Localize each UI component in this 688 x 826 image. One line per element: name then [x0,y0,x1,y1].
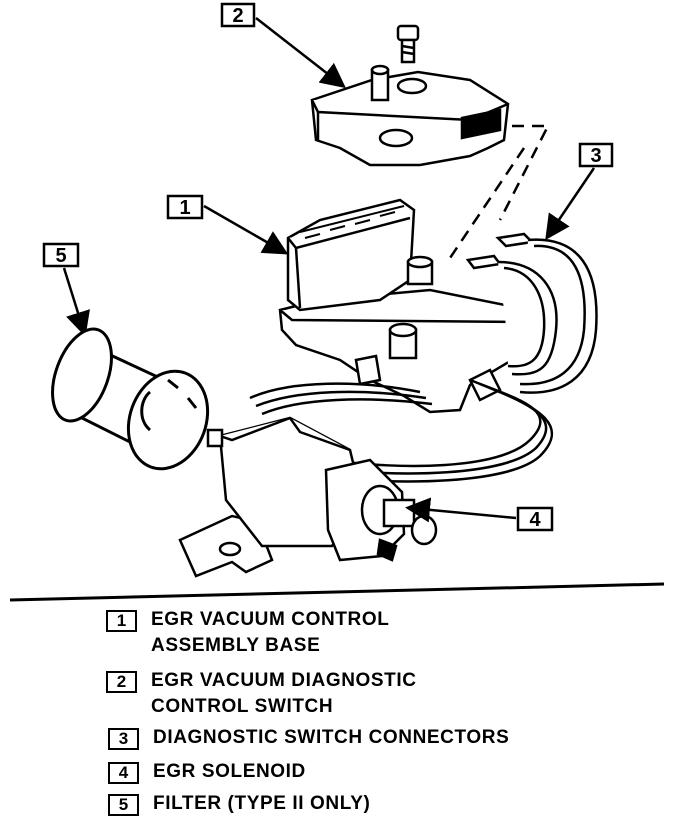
legend-item-4: 4 EGR SOLENOID [108,761,306,785]
legend-item-1: 1 EGR VACUUM CONTROL ASSEMBLY BASE [106,609,390,659]
legend-item-3: 3 DIAGNOSTIC SWITCH CONNECTORS [108,727,510,751]
svg-text:4: 4 [529,509,541,531]
legend-label: DIAGNOSTIC SWITCH CONNECTORS [153,727,510,748]
mounting-screw [396,24,420,64]
callout-3: 3 [545,142,614,241]
callout-1: 1 [166,194,289,255]
callout-2: 2 [220,2,346,89]
diagnostic-switch-connectors [465,232,598,394]
legend-label: EGR VACUUM CONTROL ASSEMBLY BASE [151,609,390,656]
svg-text:5: 5 [55,245,66,267]
legend-label: EGR SOLENOID [153,761,306,782]
callout-5: 5 [42,242,90,337]
diagnostic-control-switch [310,64,510,167]
callout-4: 4 [405,497,554,532]
filter [51,327,210,471]
legend-number: 2 [106,671,137,693]
legend-item-2: 2 EGR VACUUM DIAGNOSTIC CONTROL SWITCH [106,670,417,720]
alignment-lines [448,124,551,259]
svg-text:2: 2 [232,5,243,27]
egr-solenoid [178,416,438,578]
legend-divider [9,582,665,602]
svg-text:1: 1 [179,197,190,219]
legend-label: FILTER (TYPE II ONLY) [153,793,371,814]
vacuum-control-assembly-base [278,198,522,414]
legend-label: EGR VACUUM DIAGNOSTIC CONTROL SWITCH [151,670,417,717]
legend-number: 3 [108,728,139,750]
legend-item-5: 5 FILTER (TYPE II ONLY) [108,793,371,817]
legend-number: 4 [108,762,139,784]
legend-number: 5 [108,794,139,816]
legend-number: 1 [106,610,137,632]
svg-text:3: 3 [590,145,601,167]
